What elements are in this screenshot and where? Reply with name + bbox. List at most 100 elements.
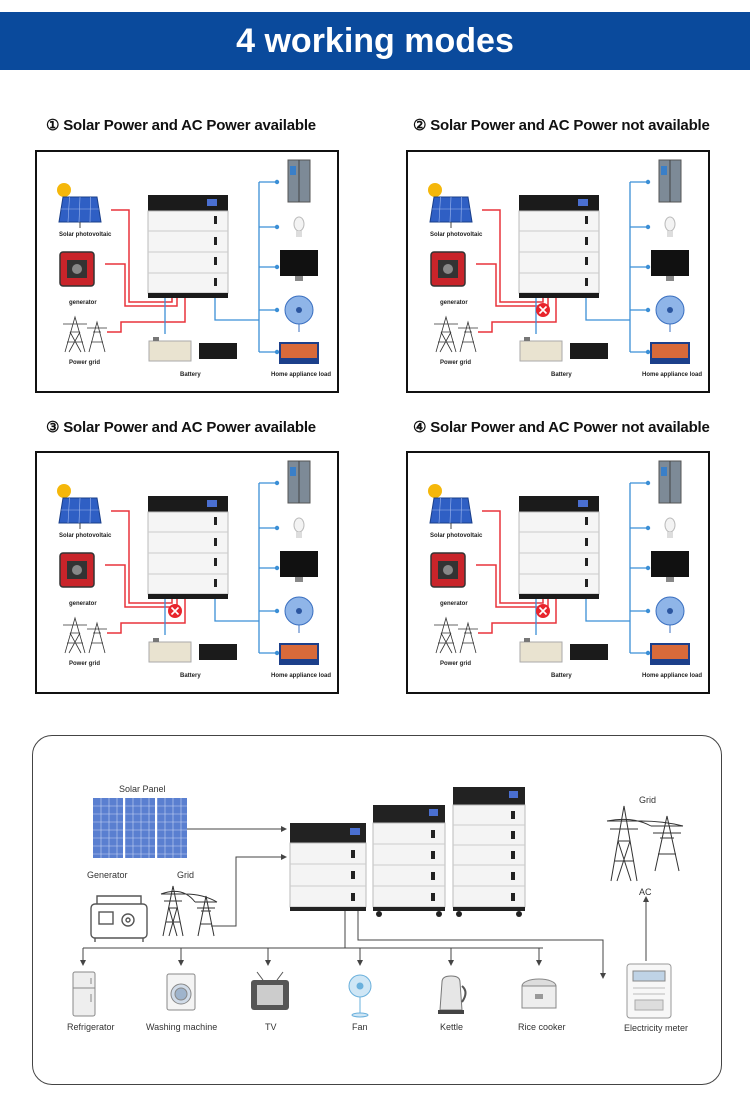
generator-icon	[430, 251, 466, 287]
load-wiring	[535, 482, 648, 654]
mode-diagram-1	[57, 159, 319, 364]
label-power-grid: Power grid	[69, 360, 101, 366]
label-generator: generator	[440, 300, 468, 306]
label-home-appliance-load: Home appliance load	[642, 673, 703, 679]
fan-icon	[655, 596, 685, 633]
label-solar: Solar photovoltaic	[59, 533, 112, 539]
label-battery: Battery	[551, 673, 572, 679]
ac-wiring	[105, 209, 186, 333]
load-label-fan: Fan	[352, 1022, 368, 1032]
monitor-icon	[280, 551, 318, 582]
grid-tower-icon	[160, 885, 218, 937]
power-grid-icon	[63, 616, 107, 654]
mode-title-2: ② Solar Power and AC Power not available	[413, 116, 710, 134]
fan-icon	[348, 974, 372, 1018]
refrigerator-icon	[287, 159, 311, 203]
label-power-grid: Power grid	[69, 661, 101, 667]
grid-right-icon	[606, 805, 684, 882]
load-label-washing-machine: Washing machine	[146, 1022, 218, 1032]
solar-panel-icon	[429, 196, 473, 228]
light-bulb-icon	[664, 517, 676, 538]
refrigerator-icon	[287, 460, 311, 504]
battery-stack-small	[289, 823, 367, 911]
fan-icon	[284, 295, 314, 332]
hybrid-inverter-icon	[518, 195, 600, 298]
light-bulb-icon	[293, 216, 305, 237]
label-generator: generator	[440, 601, 468, 607]
rice-cooker-icon	[521, 978, 557, 1009]
battery-icon	[148, 337, 237, 362]
label-generator: generator	[69, 300, 97, 306]
fan-icon	[655, 295, 685, 332]
page-title: 4 working modes	[236, 22, 514, 60]
fault-x-icon	[536, 604, 550, 618]
mode-diagram-4	[428, 460, 690, 665]
mode-title-1: ① Solar Power and AC Power available	[46, 116, 316, 134]
mode-label-3: Solar Power and AC Power available	[63, 419, 316, 436]
label-power-grid: Power grid	[440, 661, 472, 667]
tv-icon	[279, 342, 319, 364]
monitor-icon	[651, 250, 689, 281]
sun-icon	[57, 484, 71, 498]
label-battery: Battery	[180, 372, 201, 378]
fan-icon	[284, 596, 314, 633]
system-diagram-graphics	[72, 787, 684, 1019]
battery-icon	[148, 638, 237, 663]
sun-icon	[428, 183, 442, 197]
tv-icon	[251, 971, 289, 1010]
label-home-appliance-load: Home appliance load	[271, 372, 332, 378]
generator-icon	[59, 552, 95, 588]
battery-icon	[519, 638, 608, 663]
hybrid-inverter-icon	[518, 496, 600, 599]
mode-title-3: ③ Solar Power and AC Power available	[46, 418, 316, 436]
solar-panel-icon	[93, 798, 187, 858]
mode-number-3: ③	[46, 419, 60, 436]
battery-icon	[519, 337, 608, 362]
load-label-refrigerator: Refrigerator	[67, 1022, 115, 1032]
battery-stack-medium	[372, 805, 446, 917]
mode-number-4: ④	[413, 419, 427, 436]
load-wiring	[535, 181, 648, 353]
label-solar: Solar photovoltaic	[59, 232, 112, 238]
load-label-kettle: Kettle	[440, 1022, 464, 1032]
monitor-icon	[280, 250, 318, 281]
load-wiring	[164, 181, 277, 353]
power-grid-icon	[63, 315, 107, 353]
fault-x-icon	[536, 303, 550, 317]
generator-icon	[90, 895, 148, 942]
header-banner: 4 working modes	[0, 12, 750, 70]
sun-icon	[57, 183, 71, 197]
label-home-appliance-load: Home appliance load	[271, 673, 332, 679]
tv-icon	[650, 643, 690, 665]
tv-icon	[650, 342, 690, 364]
electricity-meter-icon	[626, 963, 672, 1019]
sun-icon	[428, 484, 442, 498]
label-battery: Battery	[551, 372, 572, 378]
hybrid-inverter-icon	[147, 496, 229, 599]
monitor-icon	[651, 551, 689, 582]
system-diagram: Solar Panel Generator Grid Grid AC Refri…	[32, 735, 722, 1085]
battery-stack-large	[452, 787, 526, 917]
solar-panel-icon	[58, 196, 102, 228]
ac-wiring	[476, 209, 557, 333]
mode-diagram-2	[428, 159, 690, 364]
mode-label-4: Solar Power and AC Power not available	[430, 419, 710, 436]
tv-icon	[279, 643, 319, 665]
label-solar: Solar photovoltaic	[430, 232, 483, 238]
ac-label: AC	[639, 887, 652, 897]
fault-x-icon	[168, 604, 182, 618]
load-label-tv: TV	[265, 1022, 277, 1032]
grid-label: Grid	[177, 870, 195, 880]
label-battery: Battery	[180, 673, 201, 679]
kettle-icon	[438, 975, 467, 1014]
mode-number-2: ②	[413, 117, 427, 134]
load-label-rice-cooker: Rice cooker	[518, 1022, 566, 1032]
power-grid-icon	[434, 616, 478, 654]
hybrid-inverter-icon	[147, 195, 229, 298]
ac-wiring	[476, 510, 557, 634]
load-wiring	[164, 482, 277, 654]
label-generator: generator	[69, 601, 97, 607]
